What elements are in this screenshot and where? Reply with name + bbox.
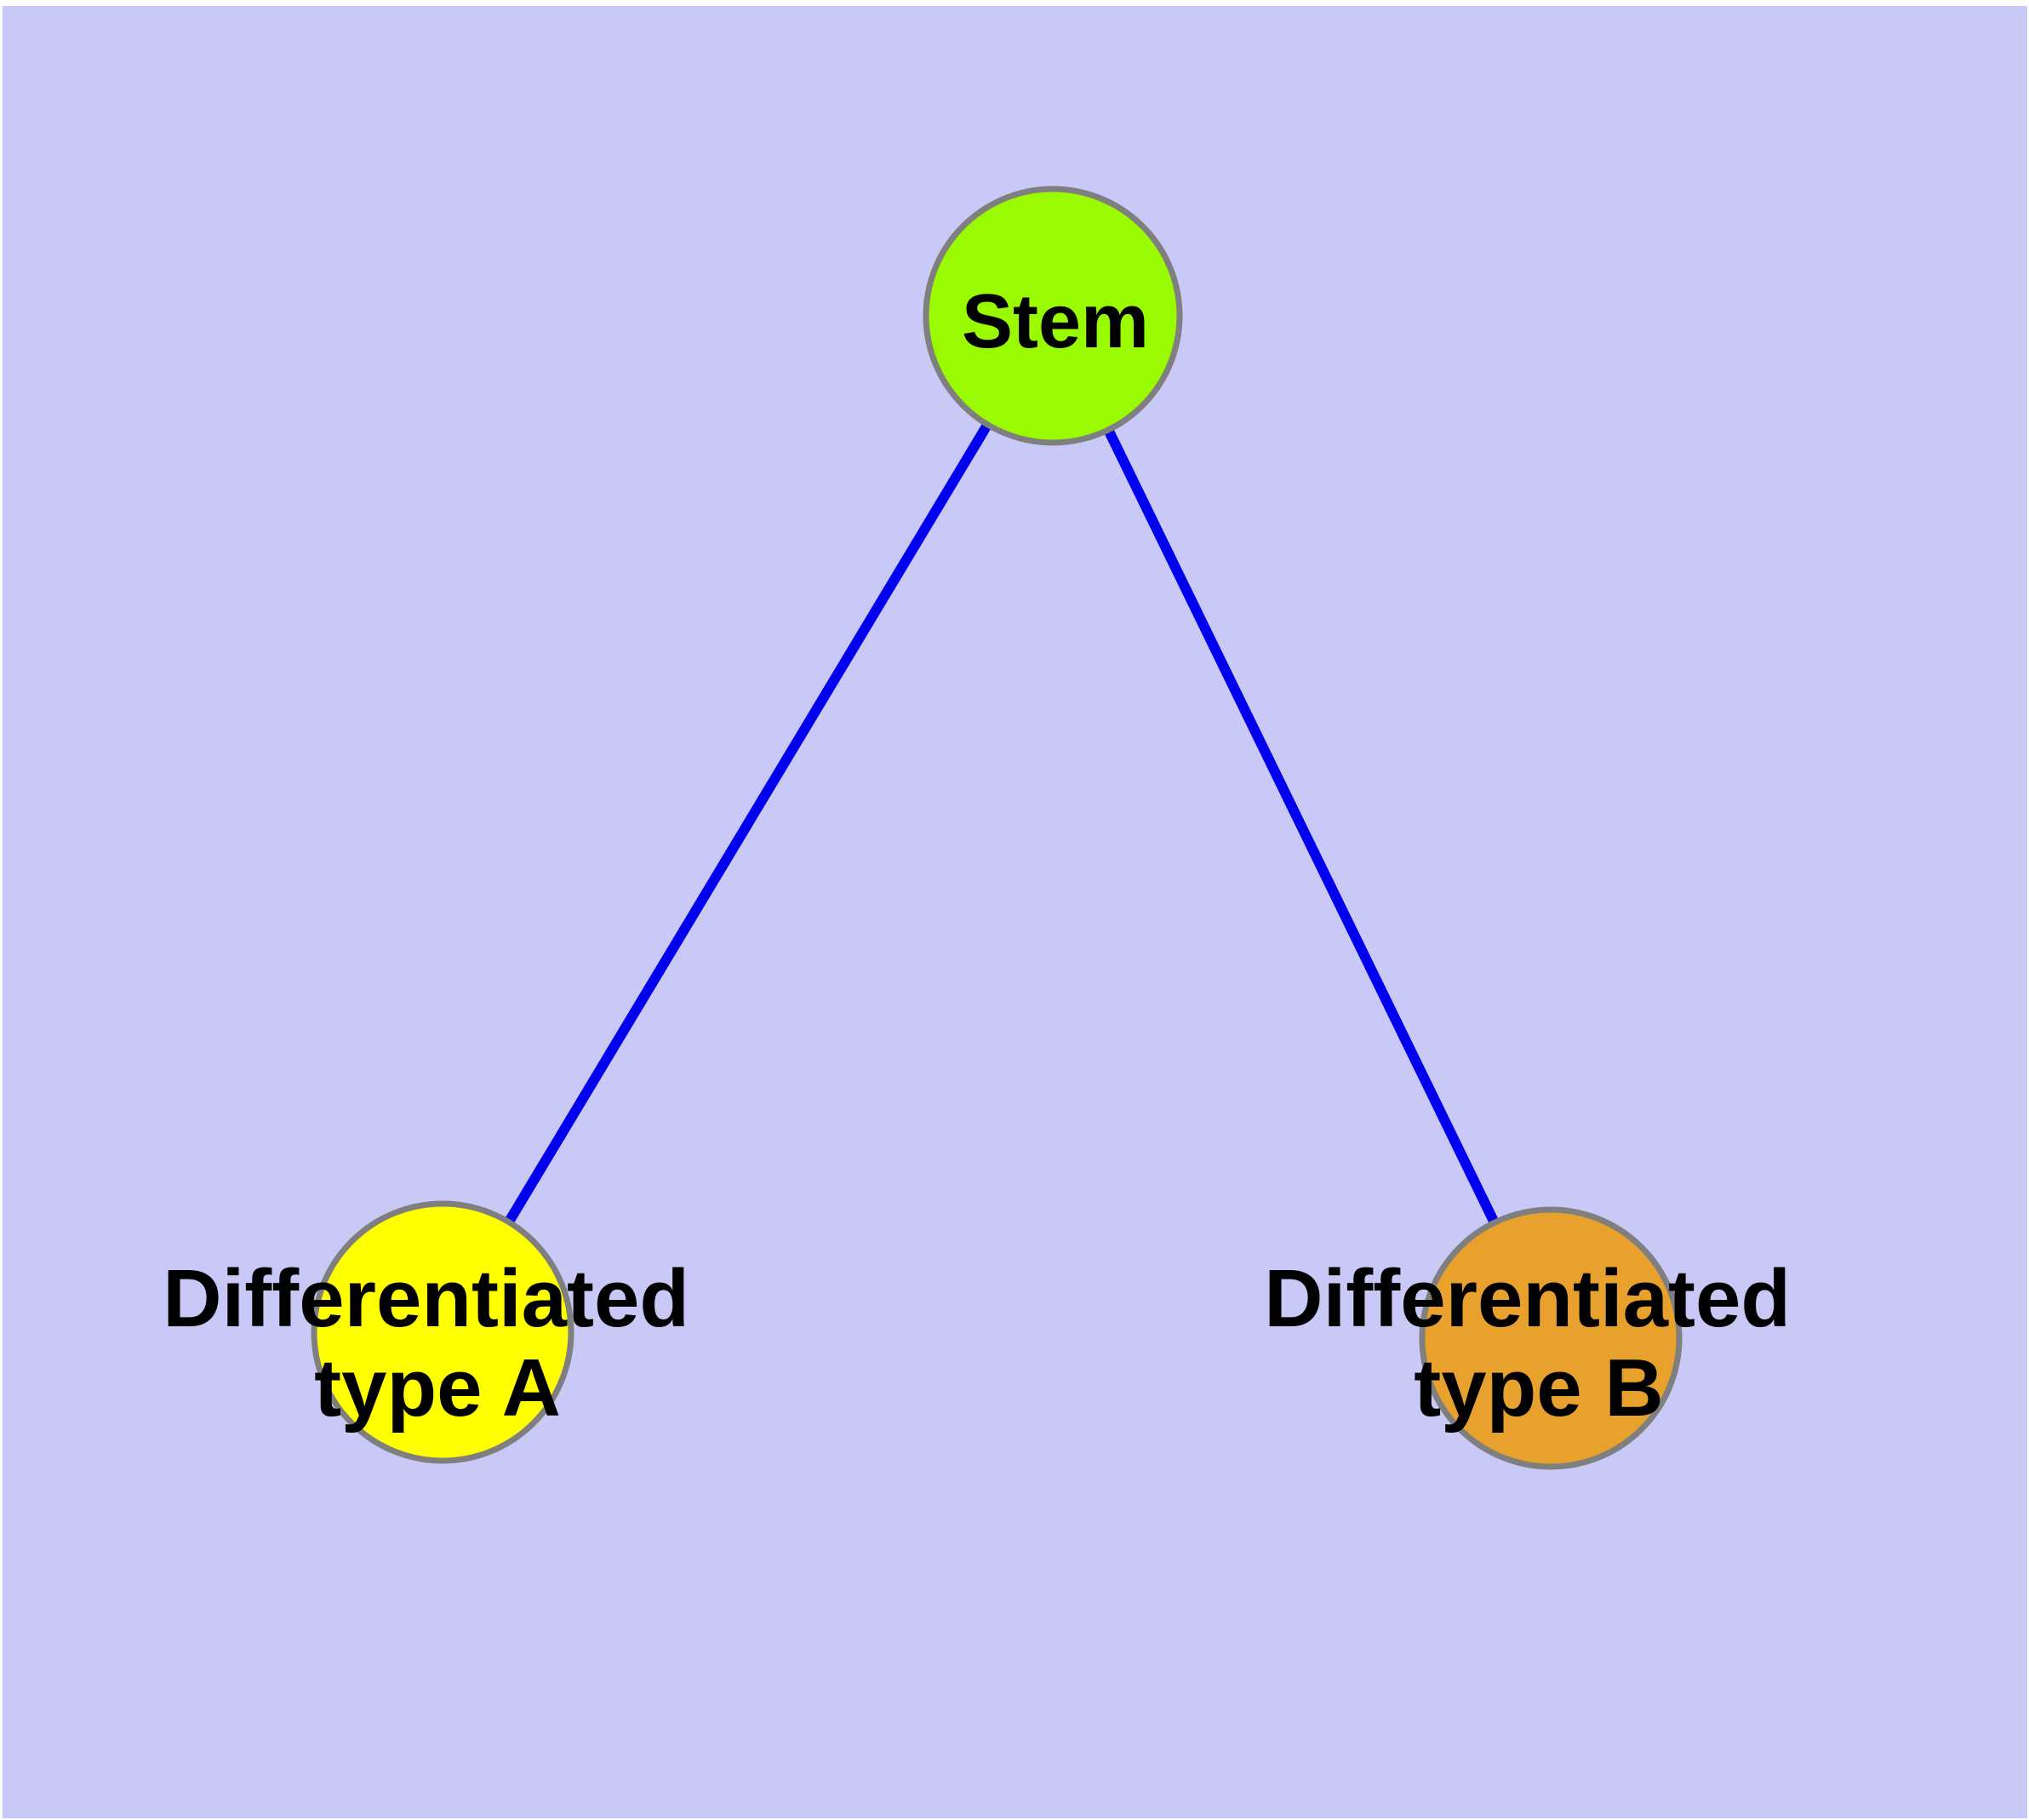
node-type-b-label: Differentiated type B [1264, 1253, 1813, 1434]
edge-stem-to-type-b [1048, 313, 1556, 1341]
node-stem-circle [923, 186, 1183, 446]
node-type-a-label-line2: type A [314, 1342, 561, 1434]
node-type-b-label-line2: type B [1414, 1342, 1663, 1434]
node-type-b-label-line1: Differentiated [1264, 1253, 1791, 1344]
node-type-a-circle [311, 1200, 574, 1464]
node-type-b-circle [1419, 1206, 1683, 1470]
edge-stem-to-type-a [437, 312, 1058, 1336]
node-type-a-label-line1: Differentiated [163, 1253, 689, 1344]
node-type-a-label: Differentiated type A [163, 1253, 712, 1434]
node-stem-label: Stem [962, 279, 1149, 364]
